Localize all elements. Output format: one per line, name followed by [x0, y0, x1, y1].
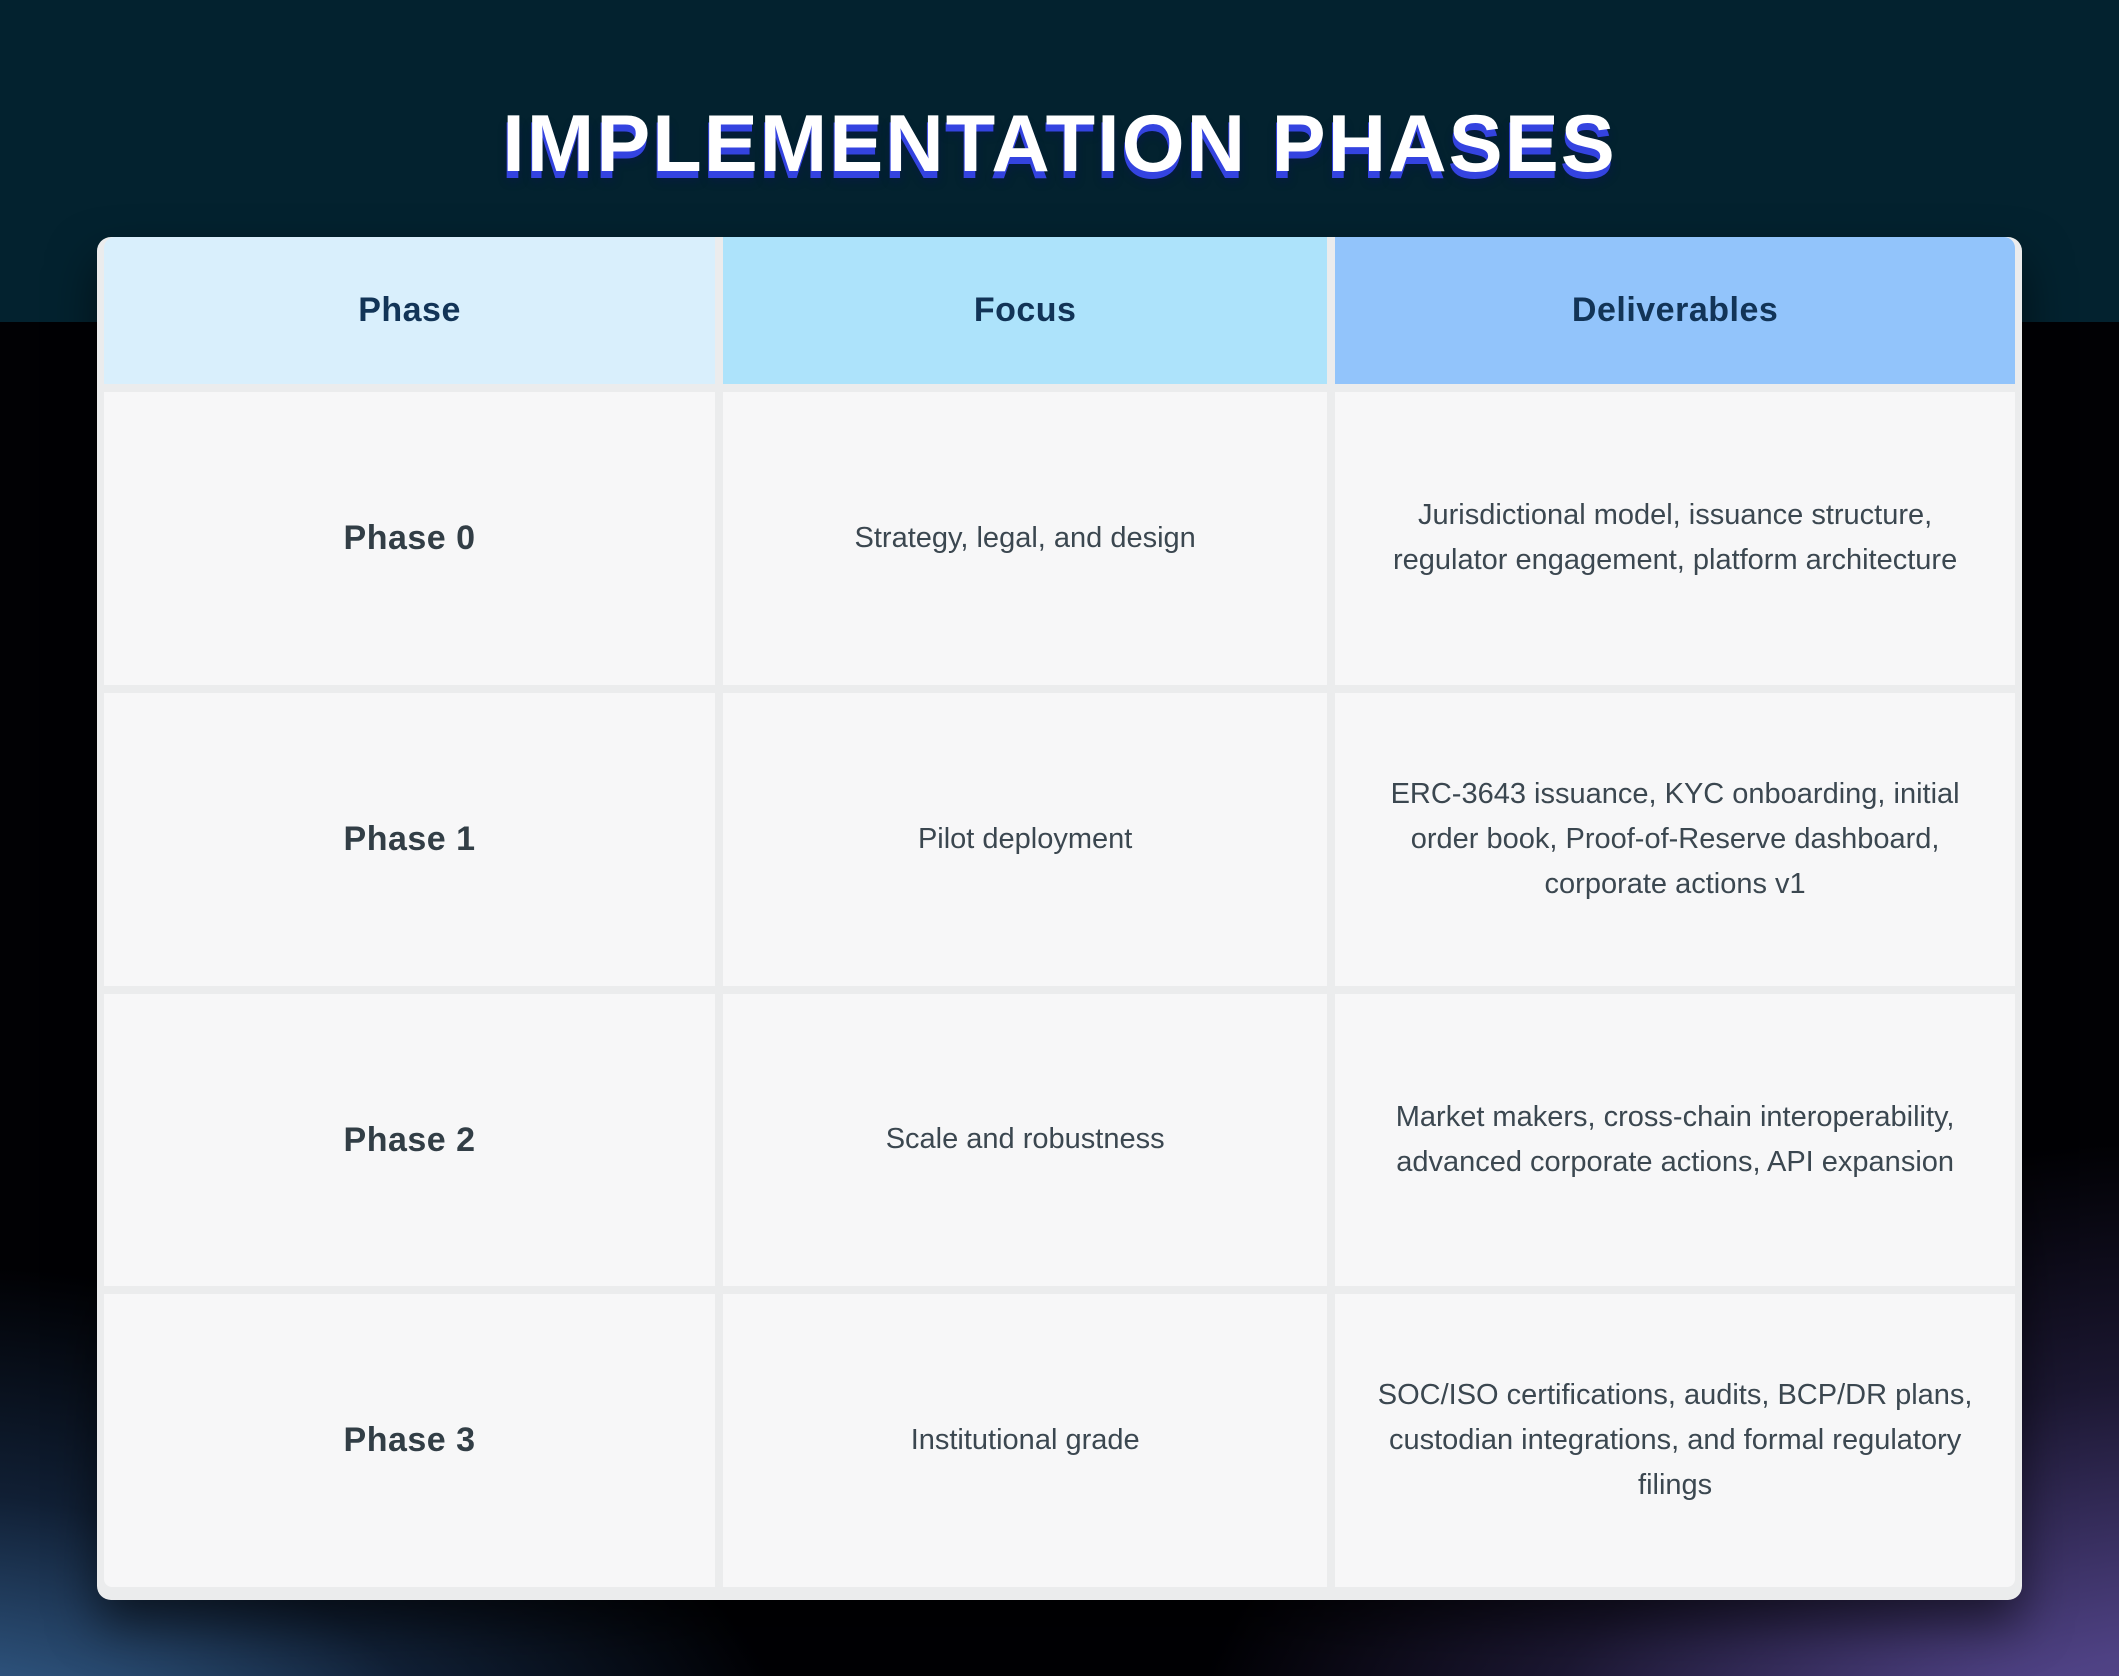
- cell-focus-1: Pilot deployment: [723, 692, 1328, 986]
- cell-phase-3: Phase 3: [104, 1294, 716, 1587]
- page-title: IMPLEMENTATION PHASES: [502, 99, 1617, 190]
- cell-phase-1: Phase 1: [104, 692, 716, 986]
- header-cell-phase: Phase: [104, 237, 716, 384]
- cell-deliverables-1: ERC-3643 issuance, KYC onboarding, initi…: [1335, 692, 2015, 986]
- implementation-phases-card: Phase Focus Deliverables Phase 0 Strateg…: [97, 237, 2022, 1600]
- cell-deliverables-3: SOC/ISO certifications, audits, BCP/DR p…: [1335, 1294, 2015, 1587]
- cell-deliverables-2: Market makers, cross-chain interoperabil…: [1335, 993, 2015, 1287]
- header-cell-focus: Focus: [723, 237, 1328, 384]
- header-cell-deliverables: Deliverables: [1335, 237, 2015, 384]
- cell-focus-0: Strategy, legal, and design: [723, 392, 1328, 685]
- cell-phase-0: Phase 0: [104, 392, 716, 685]
- phases-table: Phase Focus Deliverables Phase 0 Strateg…: [104, 237, 2015, 1587]
- cell-deliverables-0: Jurisdictional model, issuance structure…: [1335, 392, 2015, 685]
- cell-focus-3: Institutional grade: [723, 1294, 1328, 1587]
- cell-phase-2: Phase 2: [104, 993, 716, 1287]
- cell-focus-2: Scale and robustness: [723, 993, 1328, 1287]
